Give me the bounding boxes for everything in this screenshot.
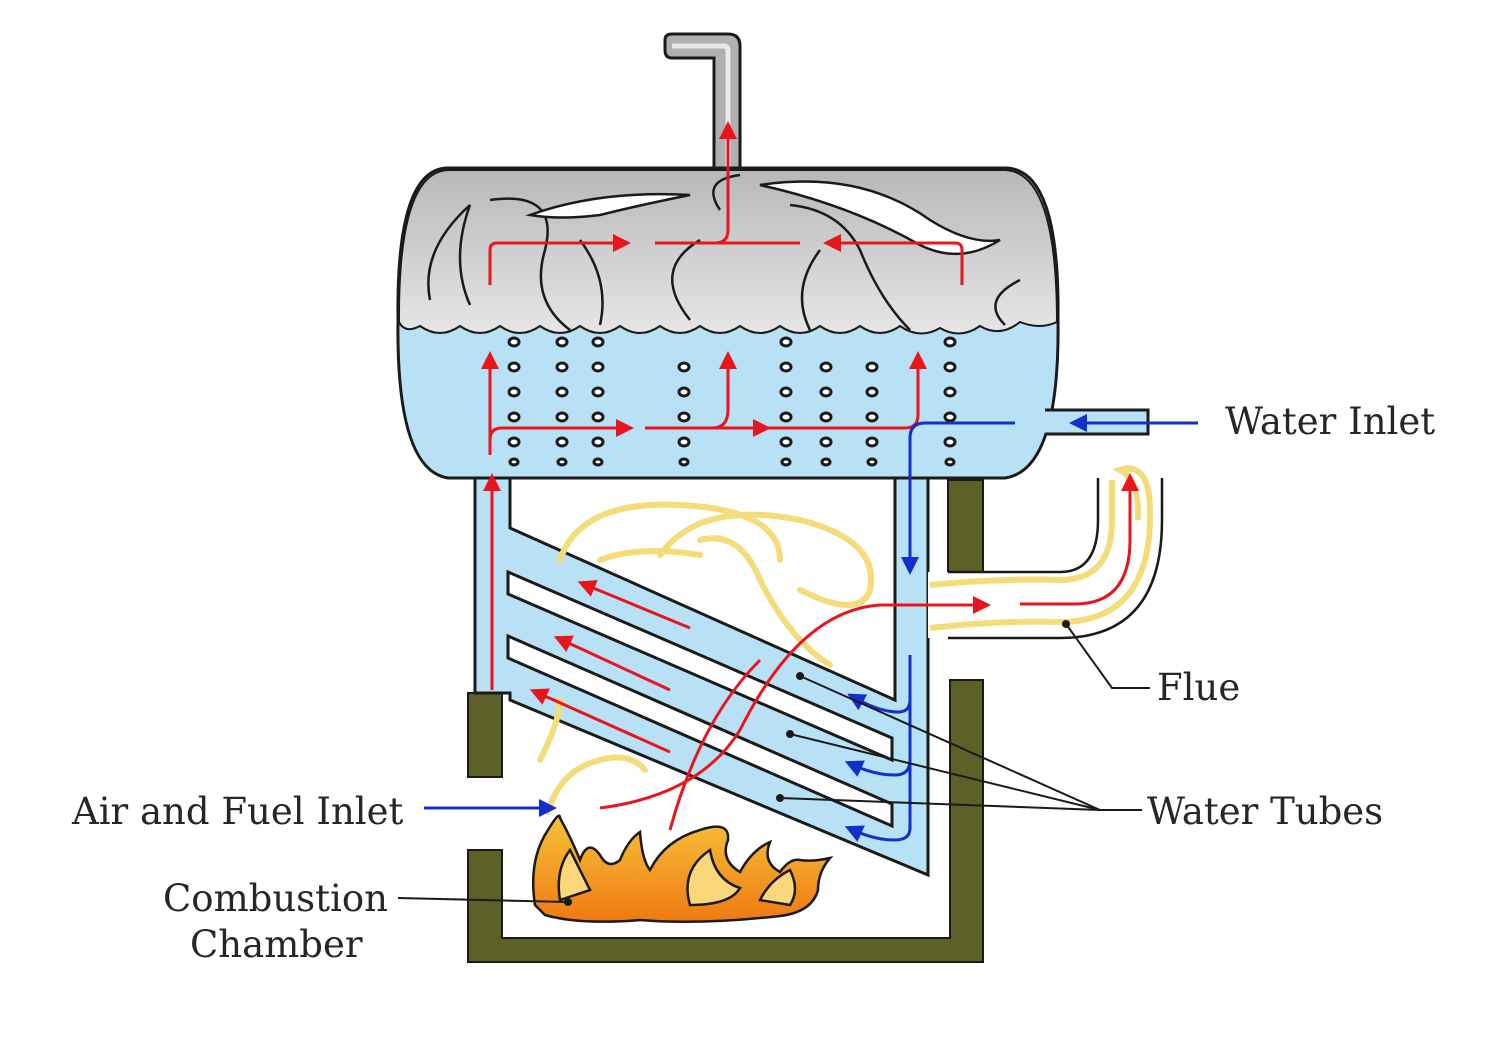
left-wall-upper — [468, 693, 502, 777]
label-flue: Flue — [1157, 666, 1240, 709]
label-water-tubes: Water Tubes — [1147, 790, 1383, 833]
label-combustion-line1: Combustion — [163, 877, 388, 920]
flame-icon — [533, 816, 830, 922]
label-air-fuel-inlet: Air and Fuel Inlet — [71, 790, 404, 833]
label-combustion-line2: Chamber — [190, 923, 363, 966]
label-water-inlet: Water Inlet — [1225, 400, 1435, 443]
right-wall-upper — [948, 480, 983, 572]
